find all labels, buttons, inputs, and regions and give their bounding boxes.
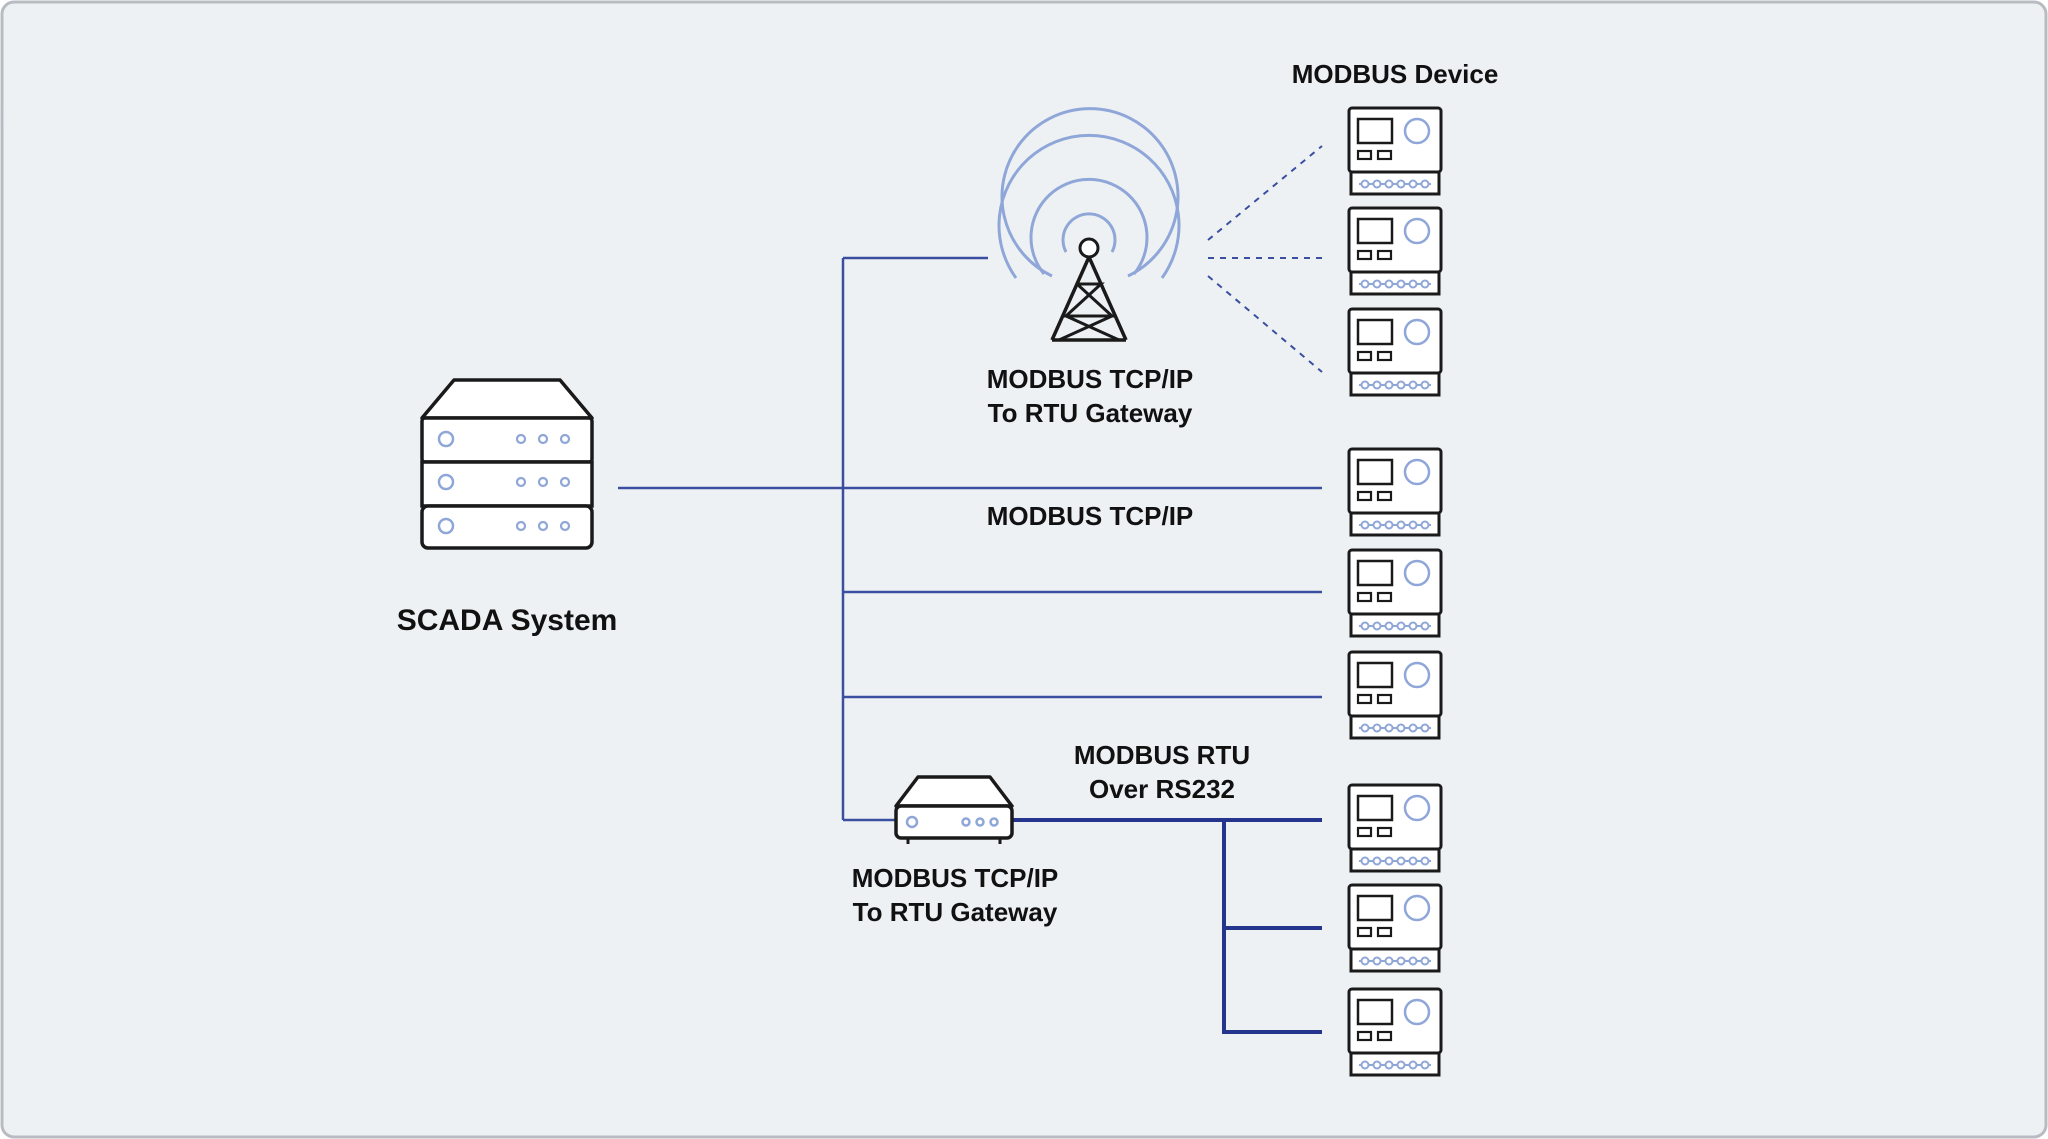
device-group-rs232 — [1347, 783, 1443, 1077]
scada-system-label: SCADA System — [397, 604, 618, 637]
modbus-device-icon — [1347, 548, 1443, 638]
router-gateway-label-line1: MODBUS TCP/IP — [852, 863, 1059, 893]
wireless-link-1 — [1207, 145, 1323, 241]
modbus-device-icon — [1347, 883, 1443, 973]
device-group-wireless — [1347, 106, 1443, 397]
wireless-link-3 — [1207, 275, 1323, 373]
modbus-device-icon — [1347, 783, 1443, 873]
rtu-link-label-line2: Over RS232 — [1089, 774, 1235, 804]
modbus-device-icon — [1347, 106, 1443, 196]
router-gateway-icon — [894, 775, 1014, 844]
modbus-device-icon — [1347, 987, 1443, 1077]
tower-gateway-label-line1: MODBUS TCP/IP — [987, 364, 1194, 394]
modbus-device-icon — [1347, 650, 1443, 740]
rtu-link-label-line1: MODBUS RTU — [1074, 740, 1250, 770]
router-gateway-label-line2: To RTU Gateway — [853, 897, 1058, 927]
connection-lines — [618, 145, 1328, 1034]
modbus-device-icon — [1347, 307, 1443, 397]
modbus-device-icon — [1347, 447, 1443, 537]
tower-gateway-label-line2: To RTU Gateway — [988, 398, 1193, 428]
modbus-device-icon — [1347, 206, 1443, 296]
tcpip-link-label: MODBUS TCP/IP — [987, 501, 1194, 531]
radio-tower-icon — [997, 107, 1181, 342]
scada-server-icon — [420, 378, 594, 550]
device-group-tcpip — [1347, 447, 1443, 740]
modbus-device-label: MODBUS Device — [1292, 59, 1499, 89]
